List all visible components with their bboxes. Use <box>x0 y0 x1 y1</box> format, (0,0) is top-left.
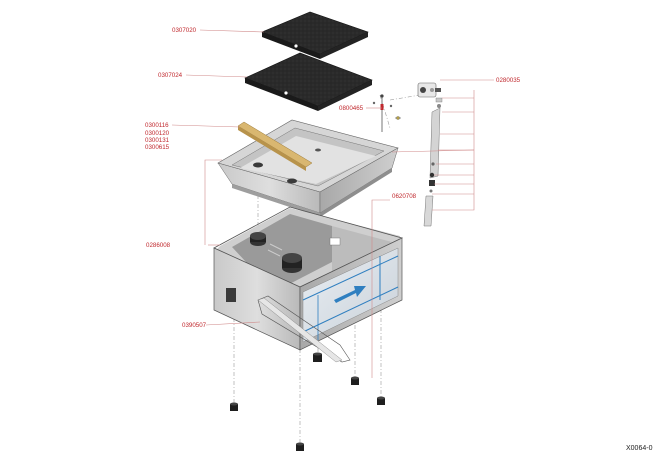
foot[interactable] <box>351 376 359 386</box>
part-label-0307024[interactable]: 0307024 <box>158 72 183 79</box>
part-label-0300615[interactable]: 0300615 <box>145 144 170 151</box>
foot[interactable] <box>230 402 238 412</box>
main-housing[interactable] <box>213 206 404 363</box>
part-label-0286008[interactable]: 0286008 <box>146 242 171 249</box>
part-label-0800465[interactable]: 0800465 <box>339 105 364 112</box>
part-label-0307020[interactable]: 0307020 <box>172 27 197 34</box>
foot[interactable] <box>313 352 322 363</box>
drain-hole <box>253 162 263 168</box>
foam-pad-upper[interactable] <box>261 11 369 59</box>
part-label-0280035[interactable]: 0280035 <box>496 77 521 84</box>
drain-hole <box>315 148 321 152</box>
part-label-0300120[interactable]: 0300120 <box>145 130 170 137</box>
valve-small-parts[interactable] <box>372 94 401 132</box>
foam-pad-lower[interactable] <box>244 52 373 111</box>
part-label-0300131[interactable]: 0300131 <box>145 137 170 144</box>
part-label-0620708[interactable]: 0620708 <box>392 193 417 200</box>
part-labels: 0307020 0307024 0800465 0300116 0300120 … <box>145 27 521 329</box>
part-label-0300116[interactable]: 0300116 <box>145 122 169 129</box>
wooden-stirrer[interactable] <box>237 121 313 171</box>
pad-hole <box>294 44 298 48</box>
foot[interactable] <box>377 396 385 406</box>
foot[interactable] <box>296 442 304 452</box>
drain-hole <box>287 178 297 184</box>
thermostat-probe[interactable] <box>417 82 443 227</box>
arrow-icon <box>334 286 366 303</box>
leader-lines <box>171 29 494 378</box>
top-tray[interactable] <box>217 119 399 217</box>
part-label-0390507[interactable]: 0390507 <box>182 322 207 329</box>
pad-hole <box>284 91 288 95</box>
magnetic-stirrers <box>250 232 302 273</box>
diagram-reference: X0064-0 <box>626 445 653 452</box>
